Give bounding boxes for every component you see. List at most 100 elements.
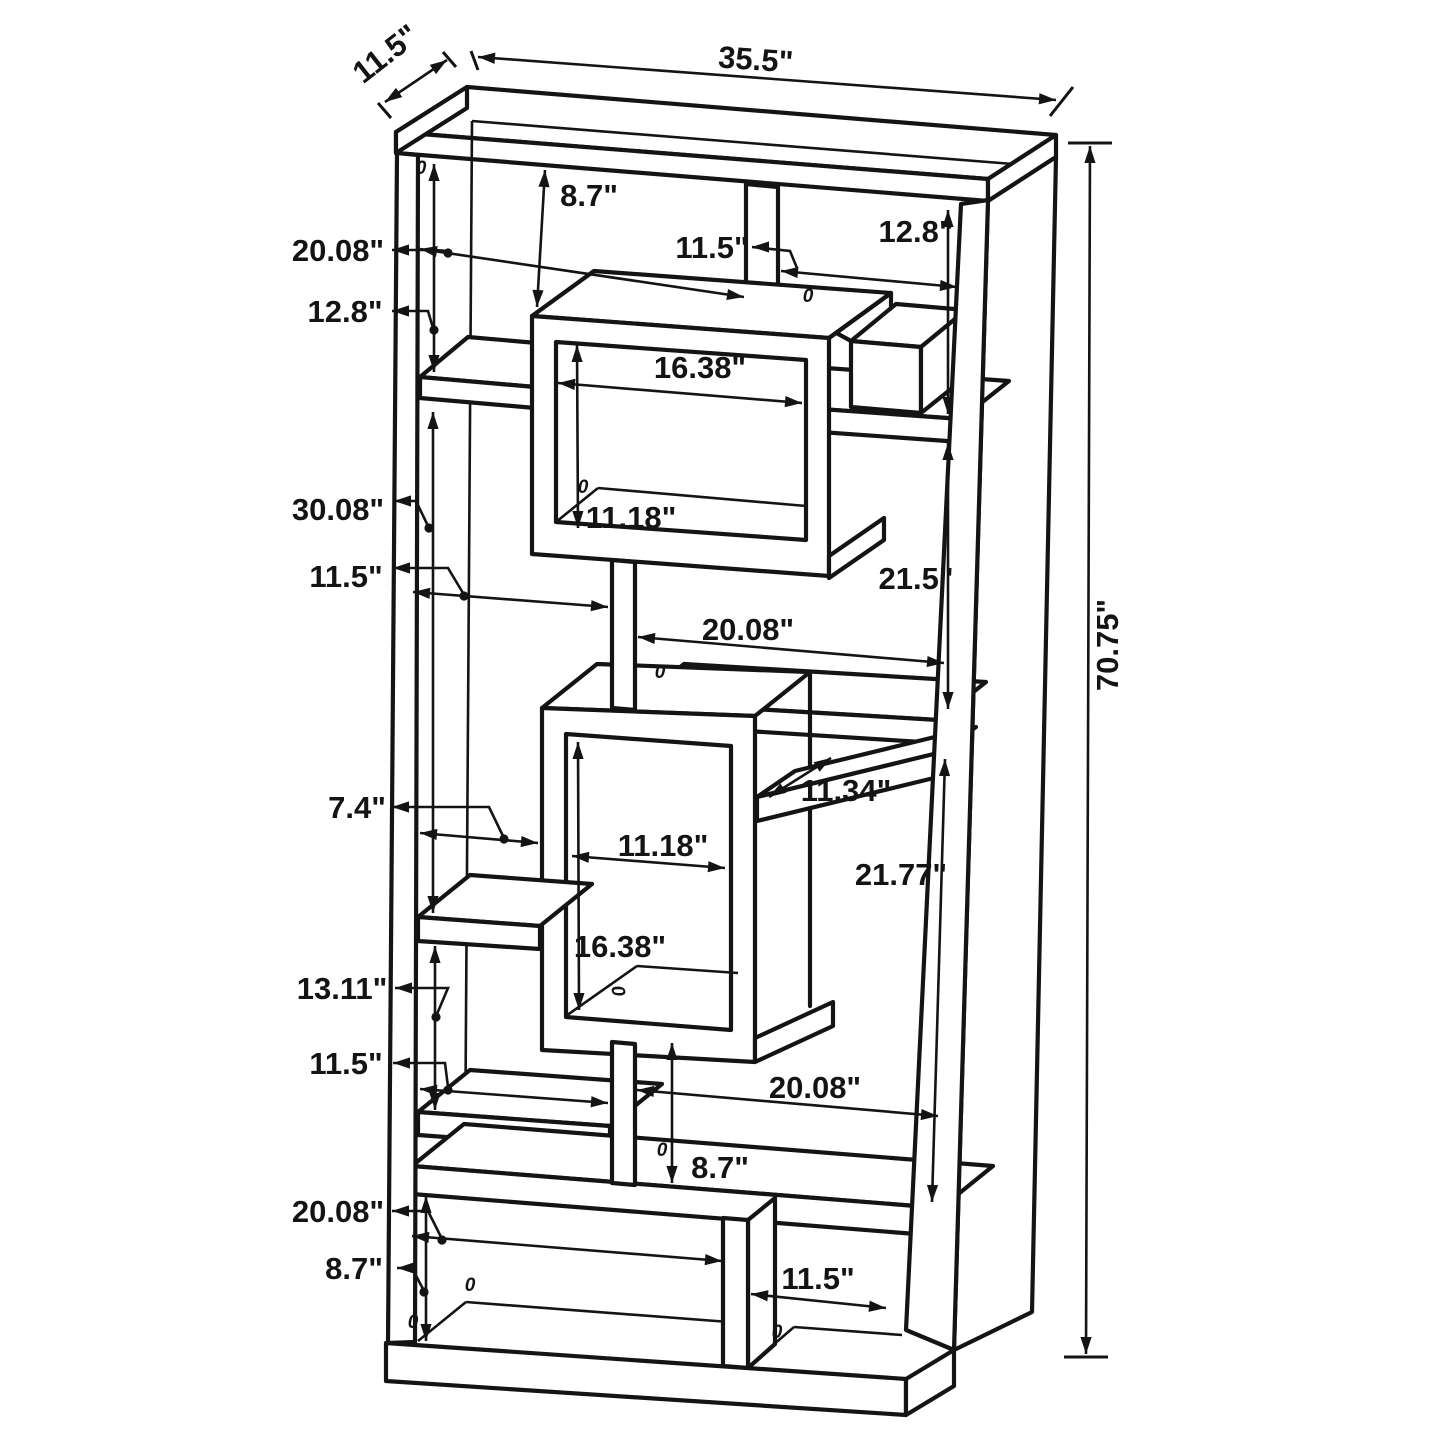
dim-20-08-middle [637, 635, 945, 665]
dimension-label-box2-inner-width-11-18: 11.18" [618, 828, 709, 863]
connector-lower [609, 1039, 638, 1188]
leader-13-11-arrow [395, 982, 412, 994]
bookcase-drawing [383, 84, 1059, 1418]
dim-overall-height-arrow-end [1080, 1336, 1092, 1354]
dim-16-38-box2-arrow-start [572, 742, 584, 760]
dim-11-5-lowerleft-arrow-end [590, 1096, 608, 1108]
leader-13-11-dot [431, 1012, 441, 1022]
dim-11-34-arrow-end [813, 758, 831, 772]
dim-12-8-right-arrow-start [942, 210, 954, 227]
shelf-mid-left [415, 872, 595, 952]
leader-7-4-dot [499, 834, 509, 844]
dim-11-18-box1-arrow-end [572, 510, 584, 528]
dim-20-08-top-arrow-start [420, 245, 438, 258]
dim-16-38-box1-arrow-end [784, 396, 802, 408]
dimension-label-box1-inner-height-11-18: 11.18" [586, 500, 677, 535]
top-panel [393, 84, 1059, 204]
dim-20-08-middle-arrow-start [638, 632, 656, 645]
leader-20-08-bottom-dot [437, 1235, 447, 1245]
dim-21-5-arrow-start [942, 443, 954, 460]
floating-box-upper [529, 268, 894, 581]
dim-8-7-mid-arrow-end [666, 1166, 678, 1183]
leader-11-5-lowerleft [393, 1061, 450, 1088]
dim-8-7-bottomleft-arrow-start [420, 1196, 432, 1213]
dim-8-7-top-arrow-end [532, 289, 544, 307]
dim-8-7-bottomleft-arrow-end [420, 1324, 432, 1341]
dim-11-5-bottomright-arrow-end [868, 1300, 886, 1312]
dimension-label-upper-right-width-11-5: 11.5" [675, 230, 748, 265]
dimension-label-bottom-left-height-8-7: 8.7" [325, 1251, 383, 1286]
dimension-label-bottom-right-width-11-5: 11.5" [781, 1261, 854, 1296]
dim-20-08-middle-arrow-end [926, 655, 944, 668]
cam-hole-mark: 0 [657, 1140, 668, 1161]
dim-11-18-box2-arrow-end [707, 861, 725, 873]
leader-11-5-midleft [393, 566, 465, 594]
dim-20-08-lower-arrow-end [920, 1108, 938, 1121]
floating-box-middle [539, 661, 836, 1065]
dim-30-08-arrow-start [427, 412, 439, 429]
dim-12-8-left-arrow-start [428, 164, 440, 181]
dimension-label-lower-width-20-08: 20.08" [769, 1070, 861, 1105]
dim-11-5-midleft-arrow-end [590, 600, 608, 612]
dim-7-4-arrow-end [520, 835, 538, 848]
dimension-label-mid-left-width-7-4: 7.4" [328, 790, 386, 825]
dimension-label-lower-left-height-13-11: 13.11" [297, 971, 388, 1006]
leader-20-08-bottom-arrow [392, 1205, 409, 1217]
dimension-label-box1-inner-width-16-38: 16.38" [654, 350, 746, 385]
cam-hole-mark: 0 [803, 286, 814, 307]
leader-20-08-top-arrow [392, 244, 409, 256]
dim-20-08-top-arrow-end [726, 288, 744, 301]
dim-30-08-arrow-end [427, 896, 439, 913]
dim-overall-depth-arrow-start [385, 87, 403, 102]
dim-20-08-bottom-arrow-end [704, 1254, 722, 1266]
dimension-annotations: 35.5"11.5"70.75"8.7"20.08"12.8"11.5"12.8… [292, 17, 1125, 1359]
dim-11-18-box2 [571, 854, 726, 870]
dim-11-34-arrow-start [769, 783, 787, 797]
dim-11-5-top [780, 269, 958, 289]
dimension-label-mid-left-height-30-08: 30.08" [292, 492, 384, 527]
leader-11-5-lowerleft-dot [443, 1085, 453, 1095]
dimension-label-middle-width-20-08: 20.08" [702, 612, 794, 647]
dimension-label-upper-left-height-12-8: 12.8" [307, 294, 382, 329]
dim-11-5-midleft-arrow-start [413, 587, 431, 599]
dim-12-8-left-arrow-end [428, 355, 440, 372]
dimension-label-shelf-depth-11-34: 11.34" [801, 773, 892, 808]
dimension-label-bottom-left-width-20-08: 20.08" [292, 1194, 384, 1229]
dim-7-4 [419, 831, 539, 845]
dim-16-38-box1 [557, 381, 803, 405]
dim-overall-width-arrow-end [1038, 93, 1056, 105]
connector-upper [609, 557, 638, 713]
dim-12-8-right-arrow-end [942, 397, 954, 414]
leader-20-08-top-dot [443, 248, 453, 258]
dim-16-38-box2 [576, 741, 581, 1011]
dim-11-18-box1 [575, 344, 580, 529]
dim-21-77 [930, 758, 947, 1203]
dim-16-38-box2-arrow-end [573, 992, 585, 1010]
dim-8-7-top [535, 169, 547, 308]
leader-7-4-arrow [392, 801, 409, 813]
dim-20-08-bottom [411, 1234, 723, 1263]
dimension-label-right-height-21-5: 21.5" [878, 561, 953, 596]
dim-8-7-top-arrow-start [538, 170, 550, 188]
divider-bottom [720, 1195, 778, 1371]
dim-7-4-arrow-start [420, 828, 438, 841]
dim-16-38-box1-arrow-start [558, 378, 576, 390]
leader-13-11 [395, 986, 450, 1015]
leader-11-5-midleft-dot [459, 591, 469, 601]
leader-30-08-dot [424, 523, 434, 533]
cam-hole-mark: 0 [578, 477, 589, 498]
leader-7-4 [392, 805, 505, 837]
dimension-label-upper-right-height-12-8: 12.8" [878, 214, 953, 249]
leader-11-5-midleft-arrow [393, 562, 410, 574]
cam-hole-mark: 0 [408, 1312, 419, 1333]
dim-8-7-mid-arrow-start [666, 1043, 678, 1060]
leader-12-8-left-arrow [392, 305, 409, 317]
dim-overall-height [1084, 145, 1092, 1355]
dimension-end-tick [441, 51, 458, 68]
dimension-label-right-height-21-77: 21.77" [855, 857, 947, 892]
leader-11-5-lowerleft-arrow [393, 1057, 410, 1069]
dimension-end-tick [376, 102, 393, 119]
dimension-label-overall-height: 70.75" [1090, 599, 1125, 691]
dim-11-18-box2-arrow-start [572, 851, 590, 863]
